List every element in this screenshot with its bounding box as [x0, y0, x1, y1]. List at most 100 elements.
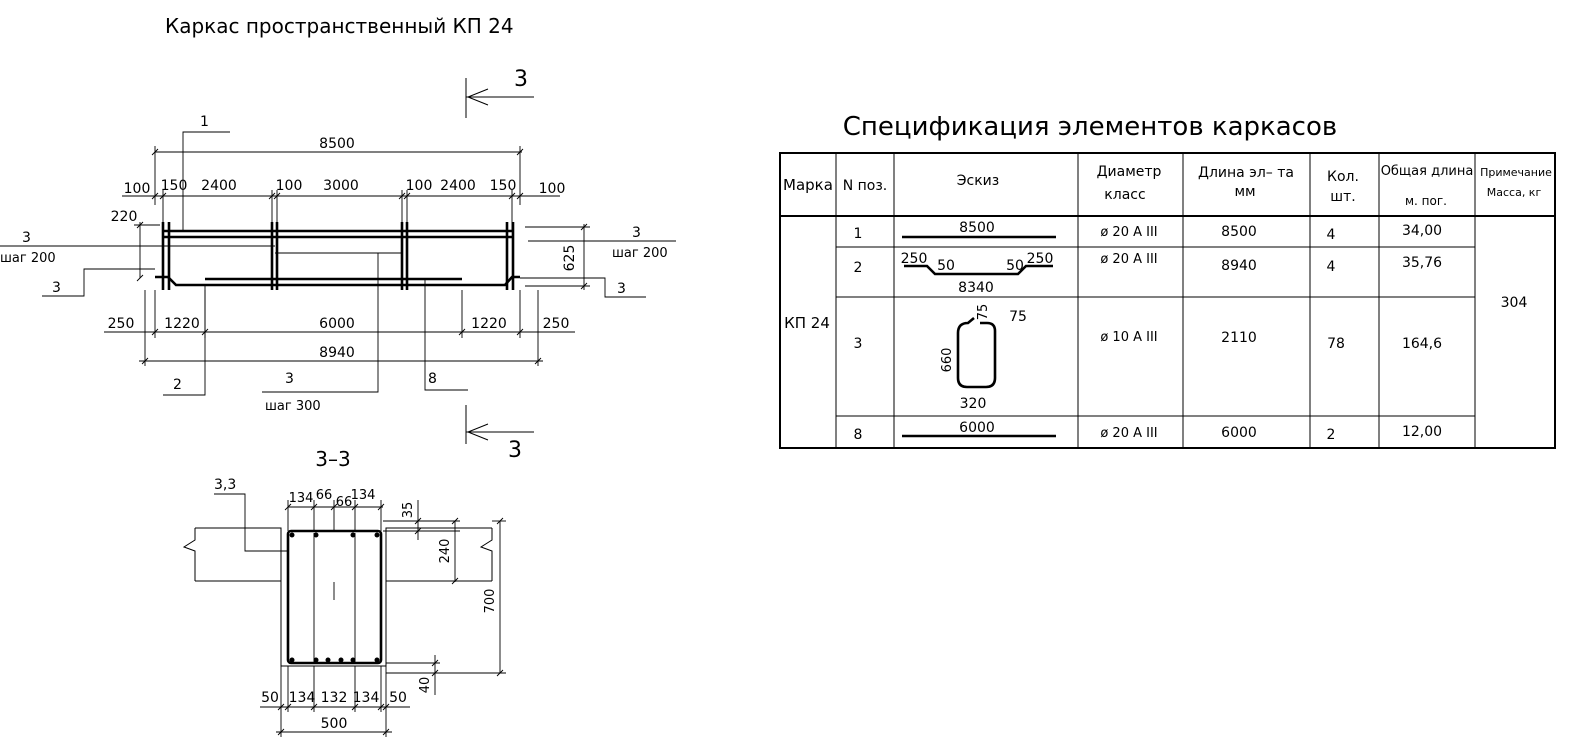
section-dim-66-left: 66	[316, 488, 333, 503]
leader-label-3-right-lower: 3	[617, 281, 626, 297]
section-right-dims: 35 240 700 40	[383, 500, 506, 695]
section-dim-35: 35	[401, 502, 416, 519]
row2-len: 8940	[1221, 258, 1257, 274]
section-cage	[286, 529, 383, 665]
row3-sketch-75a: 75	[976, 304, 991, 321]
leader-label-3-left: 3	[22, 230, 31, 246]
slab-outline	[182, 527, 493, 667]
section-mark-label-top: 3	[514, 67, 528, 92]
header-mark: Марка	[783, 176, 833, 194]
leader-label-8: 8	[428, 371, 437, 387]
row4-pos: 8	[854, 427, 863, 443]
row3-pos: 3	[854, 336, 863, 352]
header-diam-2: класс	[1104, 187, 1145, 203]
spec-table	[779, 152, 1556, 449]
spec-mark-value: КП 24	[784, 314, 830, 332]
dimension-seg-100-right: 100	[406, 178, 433, 194]
row3-sketch-660: 660	[940, 348, 955, 373]
dimension-220-label: 220	[111, 209, 138, 225]
row3-sketch-75b: 75	[1009, 309, 1027, 325]
section-cut-mark-bottom: 3	[465, 405, 534, 463]
leader-3-right-lower: 3	[520, 277, 646, 298]
leader-stirrup-right: 3 шаг 200	[528, 225, 676, 261]
dimension-bottom-6000: 6000	[319, 316, 355, 332]
leader-label-1: 1	[200, 114, 209, 130]
leader-label-3-3: 3,3	[214, 477, 236, 493]
spec-row-2: 2 250 50 50 250 8340 ø 20 А III 8940 4 3…	[854, 251, 1443, 296]
dimension-8500: 8500	[319, 136, 355, 152]
dimension-seg-150-right: 150	[490, 178, 517, 194]
row2-sketch-50b: 50	[1006, 258, 1024, 274]
section-dim-50-right: 50	[389, 690, 407, 706]
section-dim-240: 240	[438, 539, 453, 564]
row4-len: 6000	[1221, 425, 1257, 441]
leader-section-3-3: 3,3	[214, 477, 288, 552]
header-note-1: Примечание	[1480, 166, 1552, 179]
section-top-dims: 134 66 66 134	[284, 488, 385, 531]
spec-header: Марка N поз. Эскиз Диаметр класс Длина э…	[783, 164, 1552, 208]
spec-row-8: 8 6000 ø 20 А III 6000 2 12,00	[854, 420, 1443, 443]
row1-total: 34,00	[1402, 223, 1442, 239]
row1-qty: 4	[1327, 227, 1336, 243]
dimension-top-chain: 100 150 2400 100 3000 100 2400 150 100	[122, 178, 565, 232]
dimension-edge-right: 100	[539, 181, 566, 197]
section-dim-700: 700	[483, 589, 498, 614]
dimension-bottom-1220-left: 1220	[164, 316, 200, 332]
row3-total: 164,6	[1402, 336, 1442, 352]
row2-sketch: 8340	[958, 280, 994, 296]
section-mark-label-bottom: 3	[508, 438, 522, 463]
dimension-seg-150-left: 150	[161, 178, 188, 194]
row1-sketch: 8500	[959, 220, 995, 236]
row2-sketch-right: 250	[1027, 251, 1054, 267]
row1-diam: ø 20 А III	[1100, 225, 1157, 240]
leader-position-8: 8	[424, 279, 468, 391]
spec-row-3: 3 75 75 660 320 ø 10 А III 2110 78 164,6	[854, 304, 1443, 412]
leader-stirrup-left: 3 шаг 200	[0, 230, 275, 266]
header-pos: N поз.	[843, 178, 888, 194]
header-sketch: Эскиз	[957, 173, 999, 189]
section-cut-mark-top: 3	[465, 67, 534, 118]
row3-diam: ø 10 А III	[1100, 330, 1157, 345]
leader-label-3-main: 3	[285, 371, 294, 387]
row3-len: 2110	[1221, 330, 1257, 346]
section-dim-134-left: 134	[289, 491, 314, 506]
step-200-right: шаг 200	[612, 246, 668, 261]
spec-row-1: 1 8500 ø 20 А III 8500 4 34,00	[854, 220, 1443, 243]
leader-label-3-right: 3	[632, 225, 641, 241]
row4-diam: ø 20 А III	[1100, 426, 1157, 441]
dimension-bottom-250-left: 250	[108, 316, 135, 332]
header-note-2: Масса, кг	[1487, 186, 1542, 199]
dimension-8940: 8940	[319, 345, 355, 361]
leader-label-3-left-lower: 3	[52, 280, 61, 296]
dimension-edge-left: 100	[124, 181, 151, 197]
row3-sketch: 320	[960, 396, 987, 412]
row4-sketch: 6000	[959, 420, 995, 436]
header-len-1: Длина эл– та	[1198, 165, 1294, 181]
section-title: 3–3	[315, 447, 350, 471]
row2-total: 35,76	[1402, 255, 1442, 271]
step-300: шаг 300	[265, 399, 321, 414]
step-200-left: шаг 200	[0, 251, 56, 266]
dimension-bottom-250-right: 250	[543, 316, 570, 332]
row1-len: 8500	[1221, 224, 1257, 240]
dimension-bottom-1220-right: 1220	[471, 316, 507, 332]
header-total-2: м. пог.	[1405, 194, 1447, 208]
row4-qty: 2	[1327, 427, 1336, 443]
dimension-625-label: 625	[562, 245, 578, 272]
leader-3-left-lower: 3	[42, 268, 155, 297]
section-dim-132: 132	[321, 690, 348, 706]
leader-position-3-main: 3 шаг 300	[262, 253, 379, 414]
header-len-2: мм	[1234, 184, 1255, 200]
dimension-top-total: 8500	[151, 136, 524, 205]
dimension-625: 625	[525, 223, 590, 290]
header-qty-1: Кол.	[1327, 169, 1359, 185]
section-dim-40: 40	[418, 677, 433, 694]
row3-qty: 78	[1327, 336, 1345, 352]
cage-elevation	[155, 222, 520, 290]
leader-position-2: 2	[163, 286, 206, 396]
section-dim-66-right: 66	[336, 495, 353, 510]
section-width-500: 500	[321, 716, 348, 732]
dimension-bottom-chain: 250 1220 6000 1220 250	[104, 290, 575, 366]
header-qty-2: шт.	[1330, 189, 1355, 205]
